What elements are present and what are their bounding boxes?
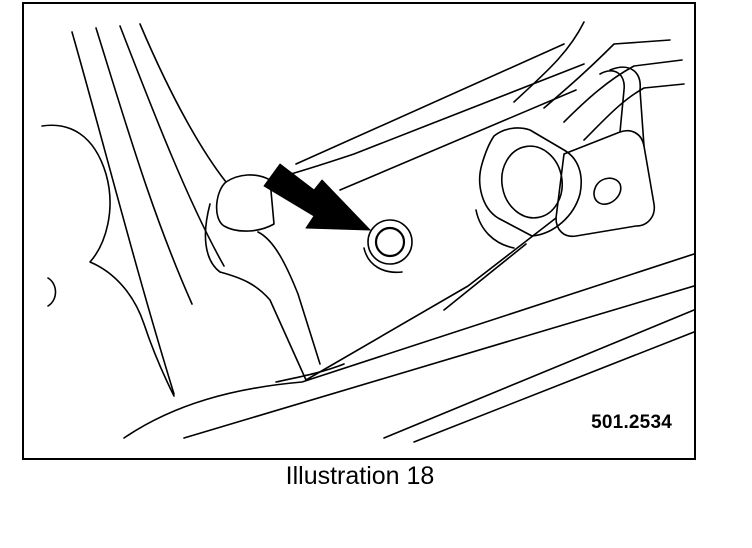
upper-rail: [339, 89, 577, 191]
frame-pillar-line: [119, 25, 225, 267]
bracket-lower-edge: [219, 271, 307, 381]
upper-rail: [583, 83, 685, 141]
sill-line: [183, 285, 694, 439]
gusset-edge: [204, 203, 221, 273]
bracket-fold: [257, 231, 321, 365]
bracket-edge: [443, 243, 527, 311]
arrow-pointer-icon: [263, 163, 371, 231]
upper-rail: [563, 59, 683, 123]
target-hole-outer: [367, 219, 413, 265]
hinge-arm: [609, 66, 645, 147]
frame-pillar-line: [95, 27, 193, 305]
hinge-plate: [555, 130, 656, 238]
figure-caption: Illustration 18: [285, 462, 435, 490]
upper-rail: [295, 43, 565, 165]
line-drawing: [41, 21, 694, 443]
gusset: [215, 174, 275, 232]
sill-line: [413, 331, 694, 443]
upper-rail: [543, 39, 671, 109]
frame-pillar-line: [139, 23, 227, 183]
hinge-slot: [593, 177, 622, 205]
hinge-arm: [599, 70, 625, 133]
hub-notch: [47, 277, 57, 307]
reference-code: 501.2534: [591, 412, 672, 433]
bracket-edge: [305, 217, 557, 381]
frame-pillar-line: [71, 31, 175, 395]
target-hole-inner: [374, 226, 406, 258]
sill-line: [123, 253, 694, 439]
sill-line: [383, 309, 694, 439]
target-hole-shadow: [363, 247, 403, 274]
hub-outline: [41, 124, 175, 397]
sill-line: [275, 363, 345, 383]
cylinder-body: [478, 127, 582, 237]
upper-rail: [513, 21, 585, 103]
cylinder-end: [501, 145, 563, 219]
illustration-frame: 501.2534: [22, 2, 696, 460]
cylinder-shadow: [475, 209, 515, 249]
